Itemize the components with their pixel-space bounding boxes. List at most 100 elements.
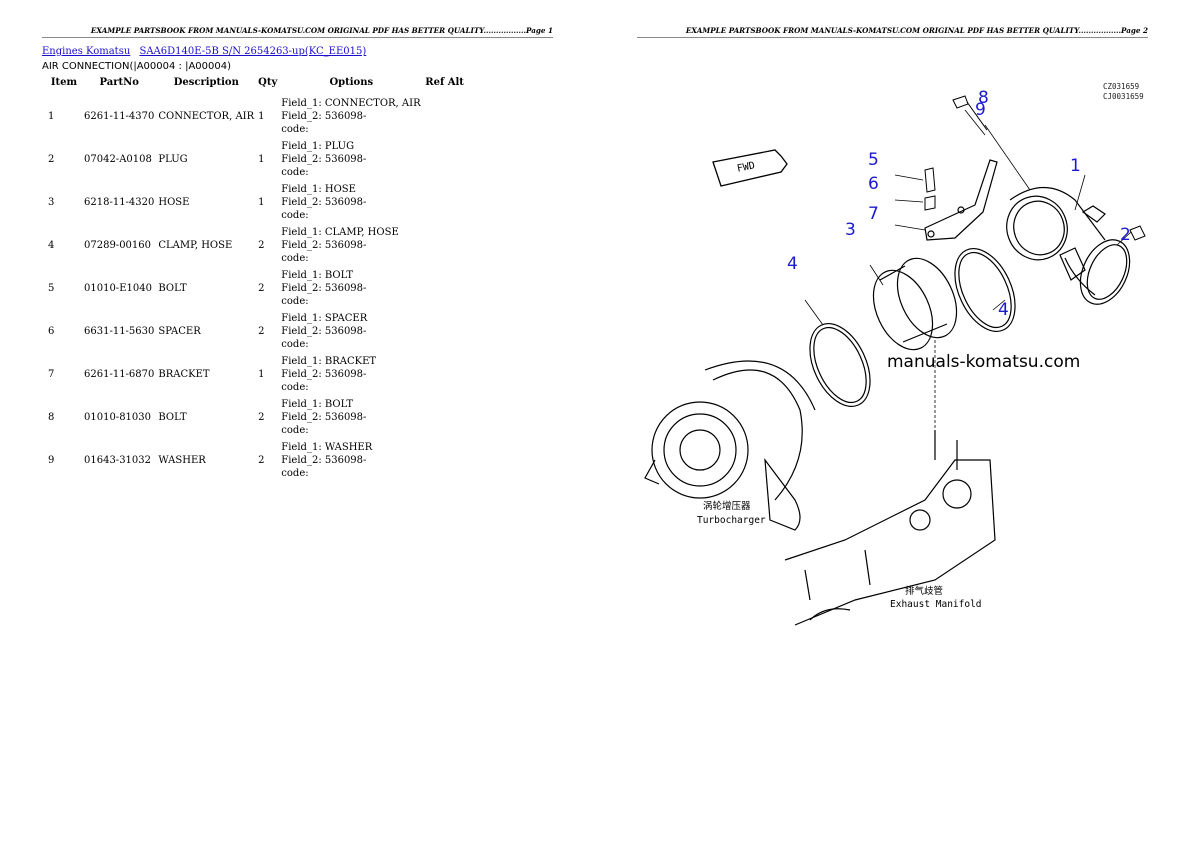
description-cell: PLUG <box>158 154 188 165</box>
figure-code-2: CJ0031659 <box>1103 92 1144 101</box>
partno-cell: 01010-81030 <box>84 412 152 423</box>
column-header-partno: PartNo <box>99 77 139 88</box>
column-header-options: Options <box>329 77 374 88</box>
callout-9: 9 <box>975 100 986 120</box>
bolt-part <box>924 95 988 211</box>
item-cell: 1 <box>48 111 55 122</box>
exhaust-manifold-label: Exhaust Manifold <box>890 599 982 610</box>
description-cell: HOSE <box>158 197 190 208</box>
option-field2: Field_2: 536098- <box>281 412 367 423</box>
hose-clamp-part <box>954 248 1016 332</box>
qty-cell: 2 <box>258 326 265 337</box>
item-cell: 5 <box>48 283 55 294</box>
partno-cell: 01643-31032 <box>84 455 152 466</box>
options-cell: Field_1: CONNECTOR, AIR Field_2: 536098- c… <box>279 95 423 138</box>
option-code: code: <box>281 210 309 221</box>
table-row: 8 01010-81030 BOLT 2 Field_1: BOLT Field_2: 5… <box>42 396 487 439</box>
plug-part <box>1129 225 1146 241</box>
exhaust-manifold-label-cn: 排气歧管 <box>905 586 944 597</box>
column-header-qty: Qty <box>258 77 278 88</box>
qty-cell: 1 <box>258 154 265 165</box>
option-code: code: <box>281 296 309 307</box>
partno-cell: 07289-00160 <box>84 240 152 251</box>
callout-2: 2 <box>1120 225 1131 245</box>
qty-cell: 2 <box>258 283 265 294</box>
ref-alt-cell <box>423 224 487 267</box>
description-cell: BOLT <box>158 412 187 423</box>
option-field1: Field_1: BOLT <box>281 399 354 410</box>
partno-cell: 6631-11-5630 <box>84 326 155 337</box>
partno-cell: 07042-A0108 <box>84 154 152 165</box>
qty-cell: 1 <box>258 197 265 208</box>
option-field2: Field_2: 536098- <box>281 240 367 251</box>
ref-alt-cell <box>423 439 487 482</box>
option-code: code: <box>281 468 309 479</box>
breadcrumb: Engines Komatsu SAA6D140E-5B S/N 2654263… <box>42 46 366 57</box>
partno-cell: 6261-11-6870 <box>84 369 155 380</box>
qty-cell: 2 <box>258 412 265 423</box>
turbocharger-label-cn: 涡轮增压器 <box>703 501 751 512</box>
option-field2: Field_2: 536098- <box>281 326 367 337</box>
options-cell: Field_1: BOLT Field_2: 536098- code: <box>279 267 423 310</box>
breadcrumb-link-engines[interactable]: Engines Komatsu <box>42 46 131 57</box>
item-cell: 3 <box>48 197 55 208</box>
partno-cell: 6261-11-4370 <box>84 111 155 122</box>
header-text: EXAMPLE PARTSBOOK FROM MANUALS-KOMATSU.C… <box>90 26 527 35</box>
bracket-part <box>924 159 998 241</box>
watermark: manuals-komatsu.com <box>887 352 1081 372</box>
description-cell: WASHER <box>158 455 206 466</box>
ref-alt-cell <box>423 267 487 310</box>
hose-clamp-part-2 <box>809 323 871 407</box>
option-field1: Field_1: CONNECTOR, AIR <box>281 98 421 109</box>
option-code: code: <box>281 425 309 436</box>
item-cell: 6 <box>48 326 55 337</box>
page-header: EXAMPLE PARTSBOOK FROM MANUALS-KOMATSU.C… <box>637 26 1148 38</box>
qty-cell: 1 <box>258 369 265 380</box>
callout-1: 1 <box>1070 156 1081 176</box>
callout-7: 7 <box>868 204 879 224</box>
table-header-row: Item PartNo Description Qty Options Ref … <box>42 76 487 95</box>
hose-part <box>872 257 958 351</box>
callout-3: 3 <box>845 220 856 240</box>
leader-lines <box>804 109 1132 430</box>
qty-cell: 2 <box>258 455 265 466</box>
ref-alt-cell <box>423 353 487 396</box>
column-header-ref-alt: Ref Alt <box>425 77 464 88</box>
option-field1: Field_1: BOLT <box>281 270 354 281</box>
description-cell: CONNECTOR, AIR <box>158 111 255 122</box>
diagram-drawing <box>644 95 1146 626</box>
turbocharger-part <box>644 360 816 531</box>
callout-8: 8 <box>978 88 989 108</box>
breadcrumb-link-model[interactable]: SAA6D140E-5B S/N 2654263-up(KC_EE015) <box>139 46 367 57</box>
description-cell: BOLT <box>158 283 187 294</box>
ref-alt-cell <box>423 138 487 181</box>
item-cell: 4 <box>48 240 55 251</box>
column-header-description: Description <box>173 77 239 88</box>
option-field1: Field_1: CLAMP, HOSE <box>281 227 399 238</box>
ref-alt-cell <box>423 181 487 224</box>
option-code: code: <box>281 124 309 135</box>
ref-alt-cell <box>423 310 487 353</box>
option-code: code: <box>281 382 309 393</box>
option-field2: Field_2: 536098- <box>281 111 367 122</box>
exploded-diagram: CZ031659 CJ0031659 FWD 8 9 1 5 6 7 3 2 4… <box>635 80 1150 640</box>
option-code: code: <box>281 253 309 264</box>
callout-4b: 4 <box>998 300 1009 320</box>
option-field2: Field_2: 536098- <box>281 283 367 294</box>
item-cell: 7 <box>48 369 55 380</box>
item-cell: 8 <box>48 412 55 423</box>
item-cell: 2 <box>48 154 55 165</box>
exhaust-manifold-part <box>784 430 996 626</box>
ref-alt-cell <box>423 396 487 439</box>
options-cell: Field_1: CLAMP, HOSE Field_2: 536098- code… <box>279 224 423 267</box>
turbocharger-label: Turbocharger <box>697 515 766 526</box>
page-2: EXAMPLE PARTSBOOK FROM MANUALS-KOMATSU.C… <box>595 0 1190 842</box>
